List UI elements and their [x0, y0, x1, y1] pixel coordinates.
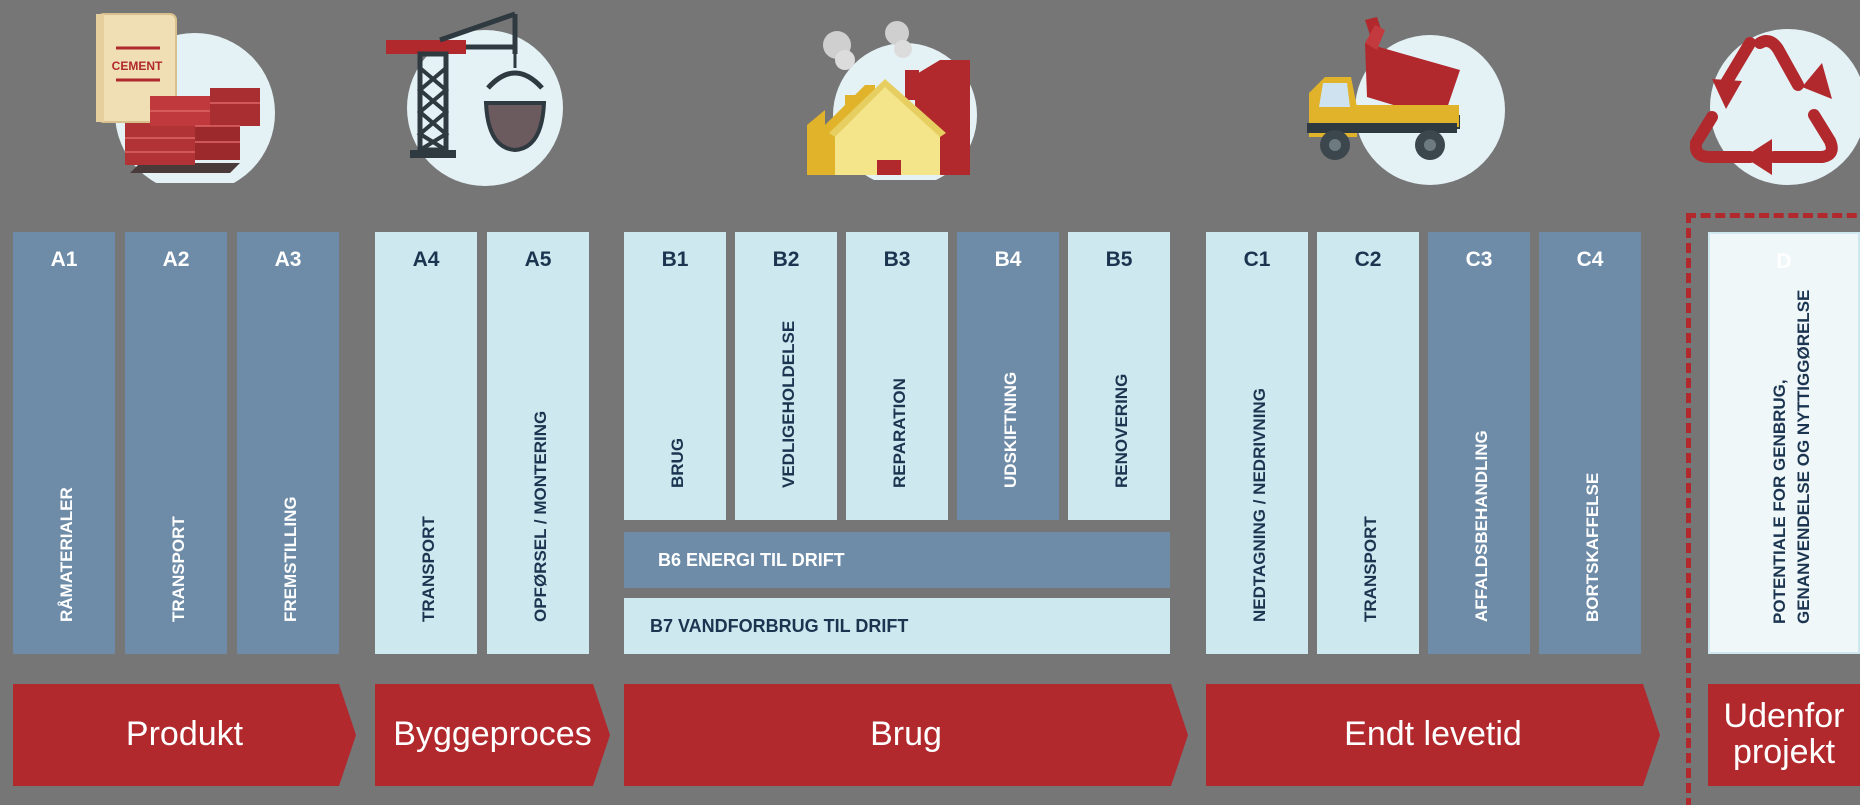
module-code: C3 [1465, 248, 1493, 271]
module-label: FREMSTILLING [281, 496, 300, 622]
module-b6-label: B6 ENERGI TIL DRIFT [658, 549, 845, 570]
module-label: VEDLIGEHOLDELSE [779, 320, 798, 488]
module-label: BRUG [668, 437, 687, 488]
module-label: AFFALDSBEHANDLING [1472, 430, 1491, 622]
module-code: A4 [412, 248, 440, 271]
module-label: RENOVERING [1112, 373, 1131, 488]
module-label: TRANSPORT [419, 516, 438, 622]
module-label: TRANSPORT [169, 516, 188, 622]
module-d-code: D [1776, 250, 1792, 273]
svg-text:CEMENT: CEMENT [112, 59, 163, 73]
module-code: A3 [274, 248, 302, 271]
module-code: C4 [1576, 248, 1604, 271]
module-d-column: D POTENTIALE FOR GENBRUG, GENANVENDELSE … [1708, 232, 1860, 654]
module-label: REPARATION [890, 378, 909, 488]
module-code: A1 [50, 248, 78, 271]
module-label: NEDTAGNING / NEDRIVNING [1250, 388, 1269, 622]
dump-truck-icon [1307, 17, 1505, 185]
module-code: B2 [772, 248, 800, 271]
stage-brug: Brug [624, 684, 1188, 786]
stage-udenfor-projekt: Udenfor projekt [1708, 684, 1860, 786]
module-code: B3 [883, 248, 911, 271]
module-code: C1 [1243, 248, 1271, 271]
module-code: B1 [661, 248, 689, 271]
module-code: B4 [994, 248, 1022, 271]
module-b6-bar: B6 ENERGI TIL DRIFT [624, 532, 1170, 588]
stage-endt-levetid: Endt levetid [1206, 684, 1660, 786]
recycle-icon [1690, 29, 1860, 185]
module-label: OPFØRSEL / MONTERING [531, 410, 550, 622]
module-b7-bar: B7 VANDFORBRUG TIL DRIFT [624, 598, 1170, 654]
stage-produkt: Produkt [13, 684, 356, 786]
module-code: A2 [162, 248, 190, 271]
module-label: TRANSPORT [1361, 516, 1380, 622]
cement-bricks-icon: CEMENT [96, 13, 275, 183]
stage-byggeproces: Byggeproces [375, 684, 610, 786]
module-b7-label: B7 VANDFORBRUG TIL DRIFT [650, 615, 909, 636]
module-code: B5 [1105, 248, 1133, 271]
module-code: A5 [524, 248, 552, 271]
module-label: BORTSKAFFELSE [1583, 472, 1602, 622]
house-factory-icon [807, 21, 977, 180]
module-code: C2 [1354, 248, 1382, 271]
outside-project-frame [1686, 213, 1860, 805]
crane-icon [386, 11, 563, 186]
module-label: UDSKIFTNING [1001, 371, 1020, 488]
module-label: RÅMATERIALER [57, 487, 76, 622]
